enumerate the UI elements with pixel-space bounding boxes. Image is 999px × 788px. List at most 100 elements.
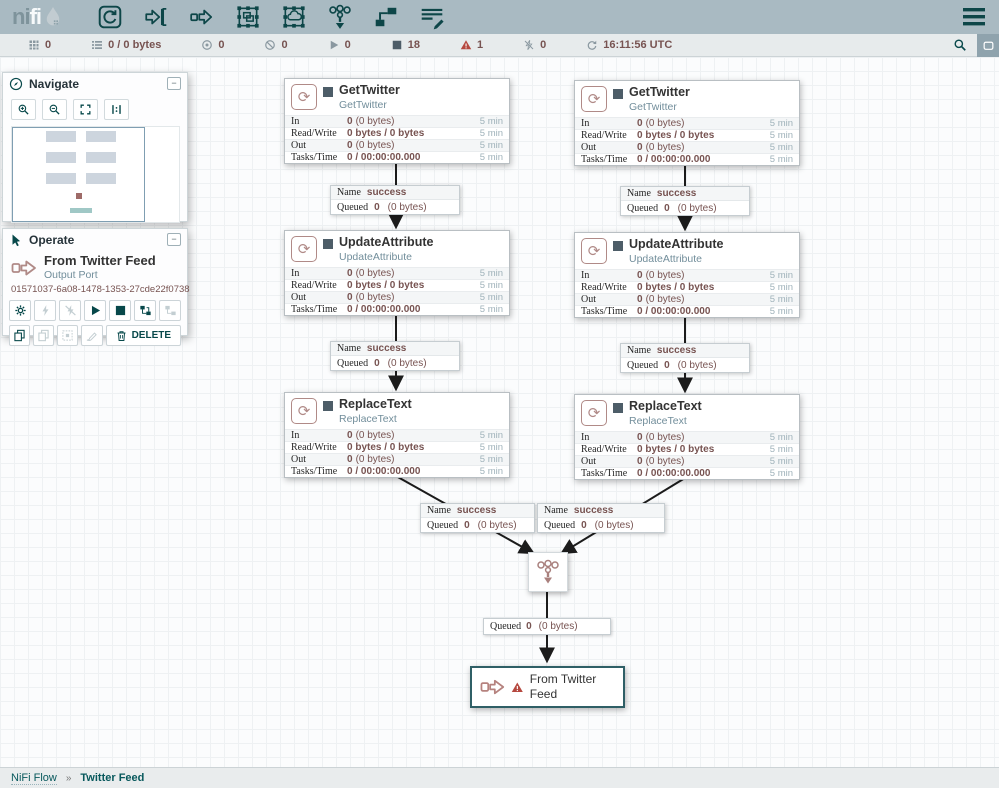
stat-window: 5 min <box>770 118 793 129</box>
connection-label[interactable]: Name success Queued 0 (0 bytes) <box>330 185 460 215</box>
minimap-node <box>70 208 92 213</box>
funnel-icon[interactable] <box>327 4 353 30</box>
template-icon[interactable] <box>373 4 399 30</box>
gear-button[interactable] <box>9 300 31 321</box>
status-value: 0 <box>218 39 224 51</box>
processor-stats: In0(0 bytes)5 minRead/Write0 bytes / 0 b… <box>285 429 509 477</box>
breadcrumb-root-link[interactable]: NiFi Flow <box>11 772 57 785</box>
connection-label[interactable]: Name success Queued 0 (0 bytes) <box>420 503 535 533</box>
stat-value: 0 bytes / 0 bytes <box>637 130 714 141</box>
minimap[interactable] <box>11 126 180 223</box>
global-menu-button[interactable] <box>961 6 987 28</box>
actual-size-button[interactable] <box>104 99 129 120</box>
copy-button[interactable] <box>9 325 30 346</box>
minimap-node <box>46 131 76 142</box>
delete-button[interactable]: DELETE <box>106 325 181 346</box>
stat-label: Tasks/Time <box>291 466 347 477</box>
flow-status-bar: 00 / 0 bytes000181016:11:56 UTC <box>0 34 999 57</box>
processor[interactable]: ⟳ UpdateAttribute UpdateAttribute In0(0 … <box>574 232 800 318</box>
collapse-navigate-button[interactable]: − <box>167 77 181 90</box>
fit-button[interactable] <box>73 99 98 120</box>
connection-queued-label[interactable]: Queued 0 (0 bytes) <box>483 618 611 635</box>
funnel-component[interactable] <box>528 552 568 592</box>
stat-label: Out <box>581 456 637 467</box>
connection-label[interactable]: Name success Queued 0 (0 bytes) <box>330 341 460 371</box>
processor[interactable]: ⟳ GetTwitter GetTwitter In0(0 bytes)5 mi… <box>574 80 800 166</box>
processor-icon[interactable] <box>97 4 123 30</box>
connection-queued-key: Queued <box>627 360 658 371</box>
operate-actions-row2: DELETE <box>3 323 187 348</box>
processor-icon: ⟳ <box>291 398 317 424</box>
connection-label[interactable]: Name success Queued 0 (0 bytes) <box>620 343 750 373</box>
connection-label[interactable]: Name success Queued 0 (0 bytes) <box>620 186 750 216</box>
processor[interactable]: ⟳ ReplaceText ReplaceText In0(0 bytes)5 … <box>574 394 800 480</box>
selected-component-id: 01571037-6a08-1478-1353-27cde22f0738 <box>3 282 187 298</box>
nifi-logo: nifi <box>12 4 63 30</box>
stat-window: 5 min <box>480 442 503 453</box>
processor-type: ReplaceText <box>629 416 702 428</box>
connection-queued-bytes: (0 bytes) <box>388 358 427 369</box>
connection-queued-bytes: (0 bytes) <box>595 520 634 531</box>
topbar: nifi <box>0 0 999 34</box>
droplet-icon <box>43 5 63 29</box>
output-port-component[interactable]: From Twitter Feed <box>470 666 625 708</box>
stat-value-detail: (0 bytes) <box>356 430 395 441</box>
play-button[interactable] <box>84 300 106 321</box>
zoom-out-button[interactable] <box>42 99 67 120</box>
fit-icon <box>79 103 92 116</box>
stat-row: In0(0 bytes)5 min <box>285 429 509 441</box>
warning-triangle-icon <box>511 681 524 694</box>
collapse-operate-button[interactable]: − <box>167 233 181 246</box>
stat-row: In0(0 bytes)5 min <box>575 117 799 129</box>
processor-stats: In0(0 bytes)5 minRead/Write0 bytes / 0 b… <box>575 269 799 317</box>
connection-queued-count: 0 <box>374 358 380 369</box>
stat-row: Out0(0 bytes)5 min <box>575 455 799 467</box>
panel-toggle-button[interactable] <box>977 34 999 57</box>
stat-row: Read/Write0 bytes / 0 bytes5 min <box>285 279 509 291</box>
stat-label: Read/Write <box>291 280 347 291</box>
logo-text-fi: fi <box>30 4 41 30</box>
stat-value-detail: (0 bytes) <box>356 454 395 465</box>
status-item: 0 / 0 bytes <box>91 39 161 51</box>
stop-button[interactable] <box>109 300 131 321</box>
processor-stats: In0(0 bytes)5 minRead/Write0 bytes / 0 b… <box>285 115 509 163</box>
processor-header: ⟳ UpdateAttribute UpdateAttribute <box>285 231 509 267</box>
connection-queued-key: Queued <box>544 520 575 531</box>
connection-name-key: Name <box>544 505 568 516</box>
output-port-icon <box>11 257 37 279</box>
output-port-icon[interactable] <box>189 4 215 30</box>
processor-header: ⟳ ReplaceText ReplaceText <box>285 393 509 429</box>
stat-row: Read/Write0 bytes / 0 bytes5 min <box>575 443 799 455</box>
selected-component-row: From Twitter Feed Output Port <box>3 250 187 282</box>
actual-size-icon <box>110 103 123 116</box>
remote-process-group-icon[interactable] <box>281 4 307 30</box>
stat-value-detail: (0 bytes) <box>646 432 685 443</box>
logo-text-ni: ni <box>12 4 30 30</box>
stat-value: 0 / 00:00:00.000 <box>347 152 420 163</box>
connection-label[interactable]: Name success Queued 0 (0 bytes) <box>537 503 665 533</box>
status-value: 0 / 0 bytes <box>108 39 161 51</box>
stat-window: 5 min <box>480 430 503 441</box>
status-item: 0 <box>264 39 287 51</box>
processor[interactable]: ⟳ UpdateAttribute UpdateAttribute In0(0 … <box>284 230 510 316</box>
status-item: 0 <box>28 39 51 51</box>
connection-queued-bytes: (0 bytes) <box>678 203 717 214</box>
connection-queued-key: Queued <box>427 520 458 531</box>
processor-stats: In0(0 bytes)5 minRead/Write0 bytes / 0 b… <box>285 267 509 315</box>
status-bar-right <box>943 34 999 56</box>
processor[interactable]: ⟳ ReplaceText ReplaceText In0(0 bytes)5 … <box>284 392 510 478</box>
copy-icon <box>13 329 26 342</box>
input-port-icon[interactable] <box>143 4 169 30</box>
process-group-icon[interactable] <box>235 4 261 30</box>
flow-version-button[interactable] <box>134 300 156 321</box>
connection-queued-bytes: (0 bytes) <box>478 520 517 531</box>
flow-version-icon <box>139 304 152 317</box>
stat-window: 5 min <box>480 116 503 127</box>
delete-label: DELETE <box>132 330 171 341</box>
search-button[interactable] <box>943 34 977 56</box>
brush-icon <box>85 329 98 342</box>
zoom-in-button[interactable] <box>11 99 36 120</box>
flow-canvas[interactable]: ⟳ GetTwitter GetTwitter In0(0 bytes)5 mi… <box>0 57 999 767</box>
label-icon[interactable] <box>419 4 445 30</box>
processor[interactable]: ⟳ GetTwitter GetTwitter In0(0 bytes)5 mi… <box>284 78 510 164</box>
